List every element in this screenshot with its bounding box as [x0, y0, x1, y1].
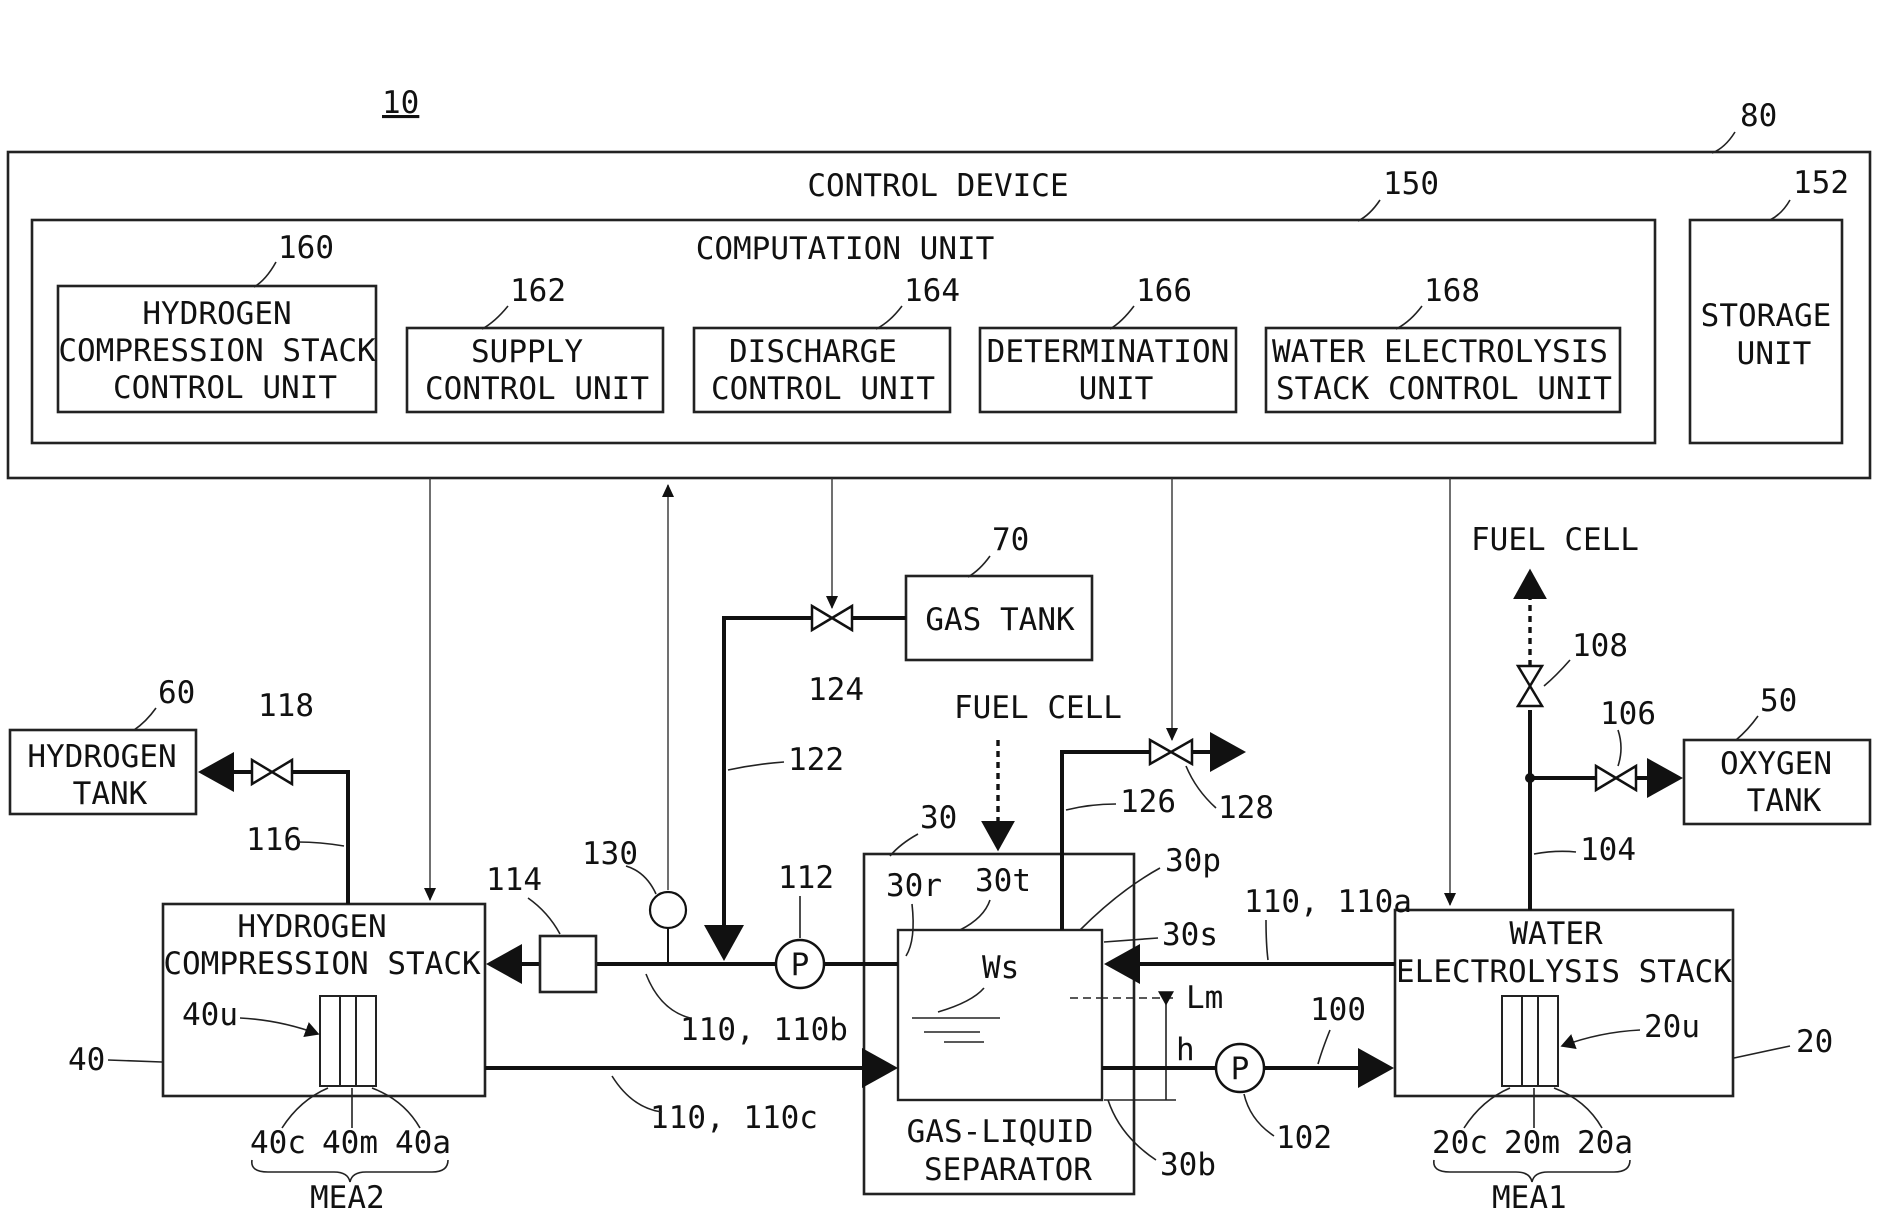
valve-106: 106 — [1596, 696, 1656, 790]
unit-166-ref: 166 — [1136, 273, 1192, 309]
separator-line1: GAS-LIQUID — [907, 1114, 1094, 1150]
separator-p: 30p — [1165, 843, 1221, 879]
fuel-cell-top-label: FUEL CELL — [1471, 522, 1639, 558]
component-114-ref: 114 — [486, 862, 542, 898]
storage-unit-line2: UNIT — [1737, 336, 1812, 372]
unit-166-line1: DETERMINATION — [987, 334, 1230, 370]
pipe-126-label: 126 — [1120, 784, 1176, 820]
pipe-110a-label: 110, 110a — [1244, 884, 1412, 920]
gas-tank-ref: 70 — [992, 522, 1029, 558]
hcs-line2: COMPRESSION STACK — [163, 946, 481, 982]
unit-168-line1: WATER ELECTROLYSIS — [1272, 334, 1608, 370]
computation-unit-ref: 150 — [1383, 166, 1439, 202]
pump-102: P 102 — [1216, 1044, 1332, 1156]
unit-168-line2: STACK CONTROL UNIT — [1276, 371, 1612, 407]
pipe-110c-label: 110, 110c — [650, 1100, 818, 1136]
pipe-116-label: 116 — [246, 822, 302, 858]
hydrogen-tank: HYDROGEN TANK 60 — [10, 675, 196, 814]
unit-168-ref: 168 — [1424, 273, 1480, 309]
water-electrolysis-stack: WATER ELECTROLYSIS STACK 20u 20c 20m 20a… — [1395, 910, 1833, 1215]
separator-b: 30b — [1160, 1147, 1216, 1183]
gas-tank-label: GAS TANK — [925, 602, 1075, 638]
separator-ref: 30 — [920, 800, 957, 836]
hcs-line1: HYDROGEN — [237, 909, 386, 945]
unit-162-ref: 162 — [510, 273, 566, 309]
oxygen-tank: OXYGEN TANK 50 — [1684, 683, 1870, 824]
hcs-mea-group: MEA2 — [310, 1180, 385, 1215]
control-device-ref: 80 — [1740, 98, 1777, 134]
mea1-cell — [1502, 996, 1558, 1086]
pump-102-ref: 102 — [1276, 1120, 1332, 1156]
hcs-membrane: 40m — [322, 1125, 378, 1161]
valve-128-ref: 128 — [1218, 790, 1274, 826]
storage-unit-ref: 152 — [1793, 165, 1849, 201]
control-device-title: CONTROL DEVICE — [807, 168, 1068, 204]
wes-mea-ref: 20u — [1644, 1009, 1700, 1045]
separator-level: Lm — [1186, 980, 1223, 1016]
separator-line2: SEPARATOR — [924, 1152, 1092, 1188]
unit-166-line2: UNIT — [1079, 371, 1154, 407]
unit-160-line2: COMPRESSION STACK — [58, 333, 376, 369]
valve-124-ref: 124 — [808, 672, 864, 708]
unit-164-line2: CONTROL UNIT — [711, 371, 935, 407]
gas-liquid-separator: GAS-LIQUID SEPARATOR 30 30r 30t 30p 30s … — [864, 800, 1223, 1194]
wes-cathode: 20c — [1432, 1125, 1488, 1161]
unit-162-line1: SUPPLY — [471, 334, 583, 370]
unit-164-ref: 164 — [904, 273, 960, 309]
pump-112-letter: P — [791, 947, 810, 983]
oxygen-tank-line1: OXYGEN — [1720, 746, 1832, 782]
separator-height: h — [1176, 1032, 1195, 1068]
pump-112-ref: 112 — [778, 860, 834, 896]
mea2-cell — [320, 996, 376, 1086]
unit-160-ref: 160 — [278, 230, 334, 266]
hydrogen-tank-line1: HYDROGEN — [27, 739, 176, 775]
unit-162-line2: CONTROL UNIT — [425, 371, 649, 407]
separator-r: 30r — [886, 868, 942, 904]
pipe-100-label: 100 — [1310, 992, 1366, 1028]
valve-118: 118 — [252, 688, 314, 784]
unit-160-line1: HYDROGEN — [142, 296, 291, 332]
pump-112: P 112 — [776, 860, 834, 988]
wes-ref: 20 — [1796, 1024, 1833, 1060]
figure-number: 10 — [382, 85, 419, 121]
oxygen-tank-line2: TANK — [1747, 783, 1822, 819]
wes-mea-group: MEA1 — [1492, 1180, 1567, 1215]
separator-water: Ws — [982, 950, 1019, 986]
fuel-cell-lines: FUEL CELL FUEL CELL — [954, 522, 1639, 848]
pipe-110b-label: 110, 110b — [680, 1012, 848, 1048]
hcs-cathode: 40c — [250, 1125, 306, 1161]
valve-108-ref: 108 — [1572, 628, 1628, 664]
wes-membrane: 20m — [1504, 1125, 1560, 1161]
oxygen-tank-ref: 50 — [1760, 683, 1797, 719]
valve-108: 108 — [1518, 628, 1628, 706]
hydrogen-compression-stack: HYDROGEN COMPRESSION STACK 40u 40c 40m 4… — [68, 904, 485, 1215]
hydrogen-tank-ref: 60 — [158, 675, 195, 711]
storage-unit-line1: STORAGE — [1701, 298, 1832, 334]
separator-t: 30t — [975, 863, 1031, 899]
wes-line1: WATER — [1509, 916, 1603, 952]
unit-160-line3: CONTROL UNIT — [113, 370, 337, 406]
hcs-ref: 40 — [68, 1042, 105, 1078]
computation-unit-title: COMPUTATION UNIT — [696, 231, 995, 267]
valve-118-ref: 118 — [258, 688, 314, 724]
wes-line2: ELECTROLYSIS STACK — [1396, 954, 1732, 990]
fuel-cell-middle-label: FUEL CELL — [954, 690, 1122, 726]
pipe-122-label: 122 — [788, 742, 844, 778]
separator-s: 30s — [1162, 917, 1218, 953]
wes-anode: 20a — [1577, 1125, 1633, 1161]
pump-102-letter: P — [1231, 1051, 1250, 1087]
component-114: 114 — [486, 862, 596, 992]
pipe-104-label: 104 — [1580, 832, 1636, 868]
valve-106-ref: 106 — [1600, 696, 1656, 732]
gas-tank: GAS TANK 70 — [906, 522, 1092, 660]
hcs-anode: 40a — [395, 1125, 451, 1161]
valve-124: 124 — [808, 606, 864, 708]
hydrogen-tank-line2: TANK — [73, 776, 148, 812]
sensor-130: 130 — [582, 836, 686, 928]
unit-164-line1: DISCHARGE — [729, 334, 897, 370]
hcs-mea-ref: 40u — [182, 997, 238, 1033]
